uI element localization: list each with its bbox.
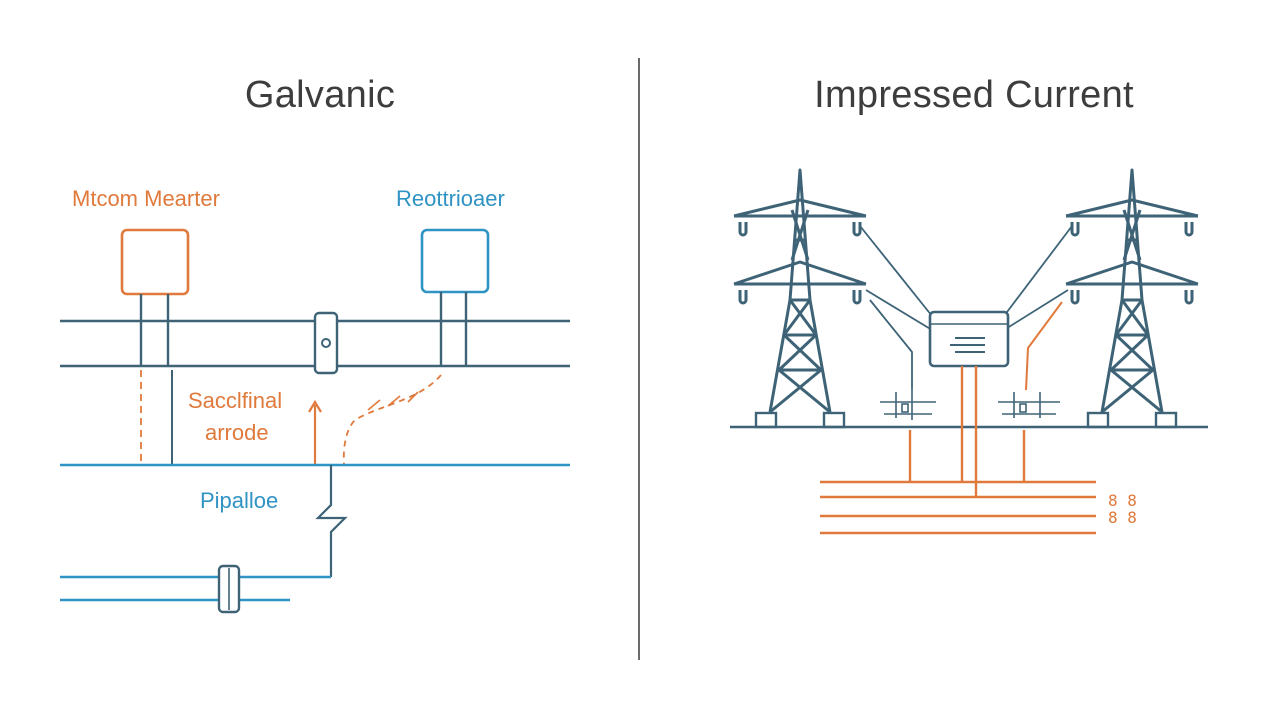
meter-box	[120, 228, 190, 296]
tower-left-foot-a	[754, 411, 778, 429]
transmission-tower-left	[733, 168, 867, 414]
zigzag-lead	[315, 465, 348, 577]
coupling-bolt	[321, 338, 331, 348]
meter-label: Mtcom Mearter	[72, 186, 220, 211]
orange-feeder-cable	[1025, 301, 1063, 391]
terminal-symbols-right	[998, 392, 1060, 418]
rectifier-lead-ticks	[367, 391, 419, 411]
pipe-coupling-upper	[313, 311, 339, 375]
tower-right-foot-a	[1086, 411, 1110, 429]
ground-bed-label: 8 8 8 8	[1108, 491, 1137, 527]
rectifier-dashed-lead	[342, 374, 442, 466]
rectifier-leads	[439, 292, 468, 366]
impressed-current-title: Impressed Current	[814, 74, 1134, 116]
galvanic-title: Galvanic	[244, 74, 396, 116]
rectifier-unit-icon	[950, 337, 985, 353]
anode-arrow-head	[308, 399, 322, 413]
lower-pipe	[60, 575, 331, 602]
terminal-symbols-left	[880, 388, 936, 420]
meter-leads	[139, 294, 170, 366]
tower-right-foot-b	[1154, 411, 1178, 429]
transmission-tower-right	[1065, 168, 1199, 414]
anode-label-line2: arrode	[205, 420, 269, 445]
rectifier-label: Reottrioaer	[396, 186, 505, 211]
rectifier-box	[420, 228, 490, 294]
ground-bed-lines	[820, 480, 1096, 535]
pipeline-label: Pipalloe	[200, 488, 279, 513]
tower-cables	[859, 225, 1073, 388]
tower-left-foot-b	[822, 411, 846, 429]
ground-bed-leads	[908, 366, 1026, 497]
anode-label-line1: Sacclfinal	[188, 388, 283, 413]
